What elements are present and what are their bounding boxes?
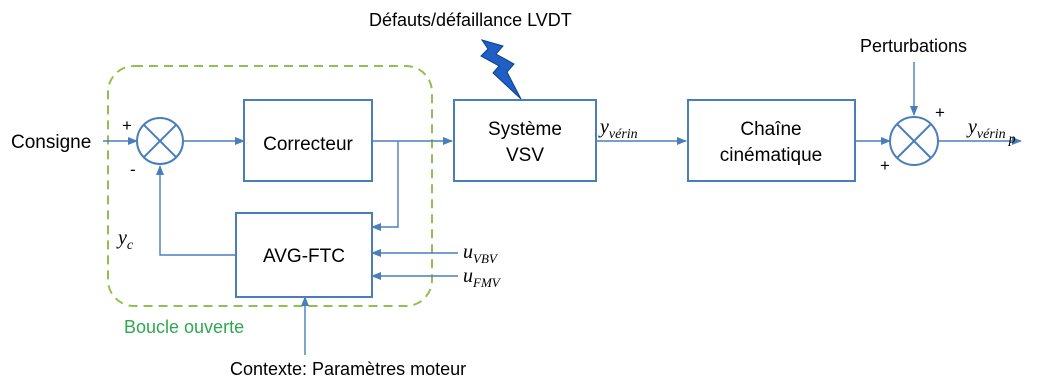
summing-junction-icon xyxy=(889,116,939,166)
chaine-label: Chaîne xyxy=(740,119,801,140)
correcteur-block xyxy=(243,99,373,182)
summing-junction-icon xyxy=(136,117,184,165)
correcteur-label: Correcteur xyxy=(263,134,353,155)
lightning-bolt-icon xyxy=(480,39,522,100)
chaine-cinematique-block xyxy=(687,99,856,182)
systeme-label: Système xyxy=(488,119,562,140)
sum2-plus-top-sign: + xyxy=(935,103,945,122)
sum1-minus-sign: - xyxy=(130,160,136,179)
open-loop-region xyxy=(107,65,433,307)
avg-ftc-label: AVG-FTC xyxy=(263,246,345,267)
defauts-label: Défauts/défaillance LVDT xyxy=(369,10,572,30)
systeme-vsv-block xyxy=(453,99,597,182)
u-fmv-label: uFMV xyxy=(463,265,502,290)
vsv-label: VSV xyxy=(506,145,544,166)
cinematique-label: cinématique xyxy=(720,145,822,166)
consigne-label: Consigne xyxy=(11,132,91,153)
u-vbv-label: uVBV xyxy=(463,241,499,266)
sum1-plus-sign: + xyxy=(122,116,132,135)
avg-ftc-block xyxy=(235,212,373,298)
perturbations-label: Perturbations xyxy=(860,36,967,56)
signal-wires xyxy=(103,62,1022,355)
y-verin-label: yvérin xyxy=(598,116,638,142)
y-c-label: yc xyxy=(116,227,134,253)
contexte-label: Contexte: Paramètres moteur xyxy=(230,359,466,379)
sum2-plus-left-sign: + xyxy=(880,156,890,175)
boucle-ouverte-label: Boucle ouverte xyxy=(124,317,244,337)
